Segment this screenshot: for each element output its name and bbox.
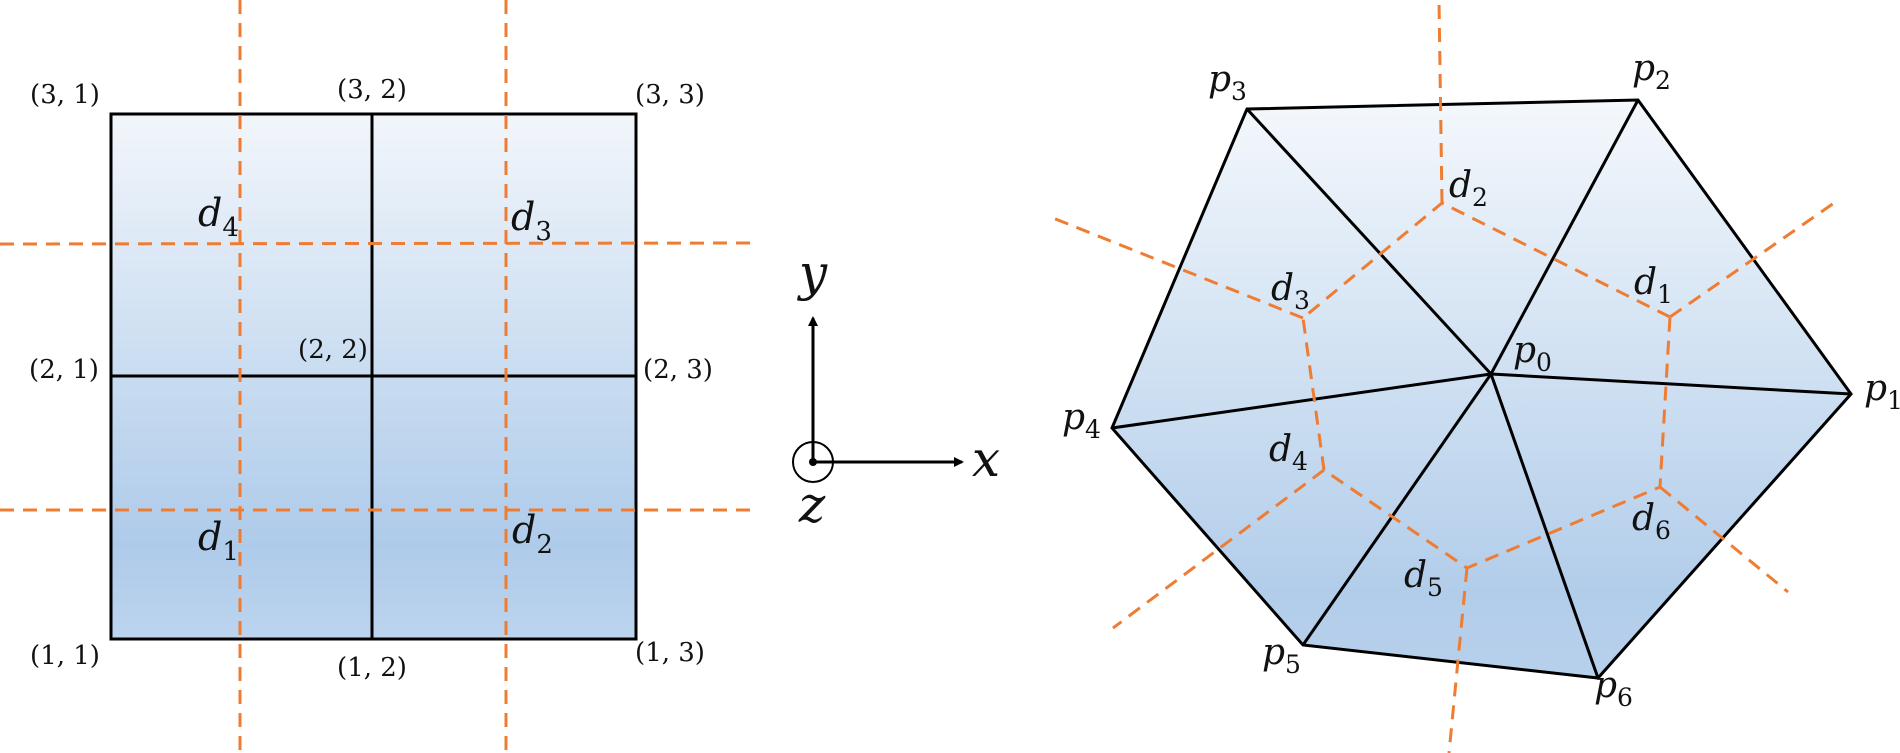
x-axis-label: x [972, 430, 1000, 488]
grid-direction-label: d1 [198, 515, 239, 567]
grid-dual-line-h1 [0, 241, 753, 246]
grid-node-label: (3, 2) [337, 75, 407, 105]
hex-point-label: p4 [1062, 397, 1101, 444]
hex-direction-label: d5 [1404, 555, 1443, 602]
z-axis-dot [809, 458, 817, 466]
z-axis-circle [792, 441, 834, 483]
grid-node-label: (2, 3) [643, 355, 713, 385]
hex-spoke [1245, 107, 1493, 376]
y-axis-label: y [797, 244, 828, 302]
hex-point-label: p5 [1262, 632, 1301, 679]
hex-direction-label: d4 [1269, 429, 1308, 476]
hex-point-label: p6 [1594, 665, 1633, 712]
grid-node-label: (1, 3) [635, 638, 705, 668]
hex-spoke [1489, 99, 1640, 375]
hex-spoke [1111, 372, 1492, 430]
grid-node-label: (2, 2) [298, 335, 368, 365]
grid-node-label: (3, 1) [30, 80, 100, 110]
hex-point-label: p0 [1513, 330, 1552, 377]
hex-dual-ray [1669, 201, 1835, 319]
axes-indicator: y x z [792, 244, 1000, 534]
hex-spoke [1490, 372, 1852, 396]
hex-dual-ray [1447, 567, 1469, 753]
z-axis-label: z [798, 476, 826, 534]
hex-direction-label: d6 [1632, 498, 1671, 545]
hex-point-label: p3 [1208, 59, 1247, 106]
hex-dual-ray [1659, 485, 1789, 594]
grid-node-label: (1, 1) [30, 641, 100, 671]
hex-panel: p0 p1 p2 p3 p4 p5 p6 d1 d2 d3 d4 d5 d6 [1052, 0, 1900, 753]
hex-spoke [1301, 373, 1493, 646]
hex-point-label: p2 [1632, 48, 1671, 95]
grid-direction-label: d2 [512, 508, 553, 560]
hex-point-label: p1 [1864, 368, 1900, 415]
hex-direction-label: d3 [1271, 268, 1310, 315]
hex-direction-label: d2 [1449, 165, 1488, 212]
grid-direction-label: d4 [198, 191, 239, 243]
hex-dual-ray [1112, 468, 1325, 630]
grid-direction-label: d3 [511, 195, 552, 247]
grid-node-label: (3, 3) [635, 80, 705, 110]
grid-panel: (3, 1) (3, 2) (3, 3) (2, 1) (2, 2) (2, 3… [0, 0, 753, 753]
hex-direction-label: d1 [1634, 262, 1673, 309]
grid-node-label: (2, 1) [29, 355, 99, 385]
grid-node-label: (1, 2) [337, 653, 407, 683]
hex-spoke [1489, 373, 1600, 679]
hex-dual-ray [1437, 0, 1444, 204]
